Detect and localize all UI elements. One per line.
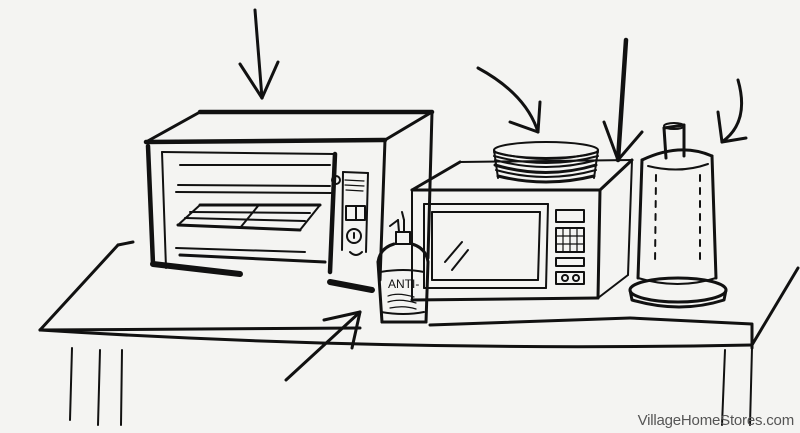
- watermark: VillageHomeStores.com: [637, 412, 795, 429]
- counter-table: [38, 240, 800, 426]
- plate-stack: [493, 141, 599, 184]
- arrow-bottle: [284, 310, 362, 382]
- arrow-toaster-oven: [238, 8, 280, 100]
- microwave: [410, 158, 634, 302]
- arrow-plates: [476, 66, 542, 134]
- bottle-label-text: ANTI-: [388, 277, 419, 291]
- toaster-oven: [143, 109, 435, 293]
- antibacterial-bottle: ANTI-: [376, 211, 430, 324]
- arrow-paper-towel: [716, 78, 748, 144]
- arrow-microwave: [602, 37, 644, 163]
- paper-towel-roll: [628, 122, 728, 309]
